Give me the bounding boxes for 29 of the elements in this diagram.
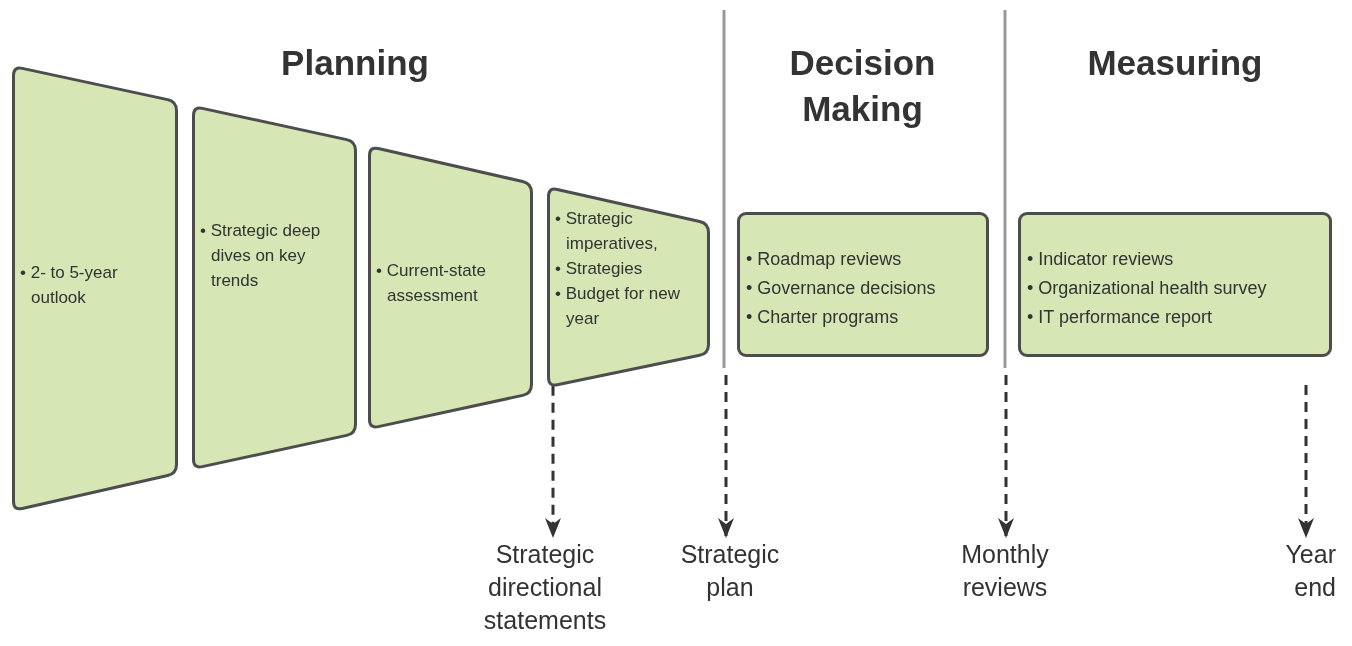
section-heading: Decision Making [788, 42, 937, 130]
bullet-item: • 2- to 5-year outlook [20, 262, 119, 309]
bullet-item: • Indicator reviews [1027, 248, 1175, 271]
dashed-arrow [1298, 385, 1314, 538]
bullet-item: • Roadmap reviews [746, 248, 903, 271]
milestone-label: Strategic plan [660, 538, 800, 604]
milestone-label: Strategic directional statements [460, 538, 630, 637]
section-heading: Planning [280, 42, 430, 84]
dashed-arrow [998, 375, 1014, 538]
bullet-item: • Current-state assessment [376, 260, 487, 307]
trapezoid-box [368, 146, 533, 429]
milestone-label: Monthly reviews [935, 538, 1075, 604]
bullet-item: • Budget for new year [555, 283, 682, 330]
bullet-item: • Strategies [555, 258, 644, 280]
process-box [1018, 212, 1332, 357]
dashed-arrow [545, 385, 561, 538]
bullet-item: • Charter programs [746, 306, 900, 329]
milestone-label: Year end [1260, 538, 1336, 604]
section-heading: Measuring [1086, 42, 1264, 84]
dashed-arrow [718, 375, 734, 538]
bullet-item: • Organizational health survey [1027, 277, 1268, 300]
trapezoid-box [192, 106, 357, 469]
bullet-item: • IT performance report [1027, 306, 1214, 329]
bullet-item: • Strategic deep dives on key trends [200, 220, 322, 292]
trapezoid-box [12, 66, 178, 511]
bullet-item: • Strategic imperatives, [555, 208, 659, 255]
process-box [737, 212, 989, 357]
trapezoid-box [547, 187, 710, 387]
bullet-item: • Governance decisions [746, 277, 937, 300]
